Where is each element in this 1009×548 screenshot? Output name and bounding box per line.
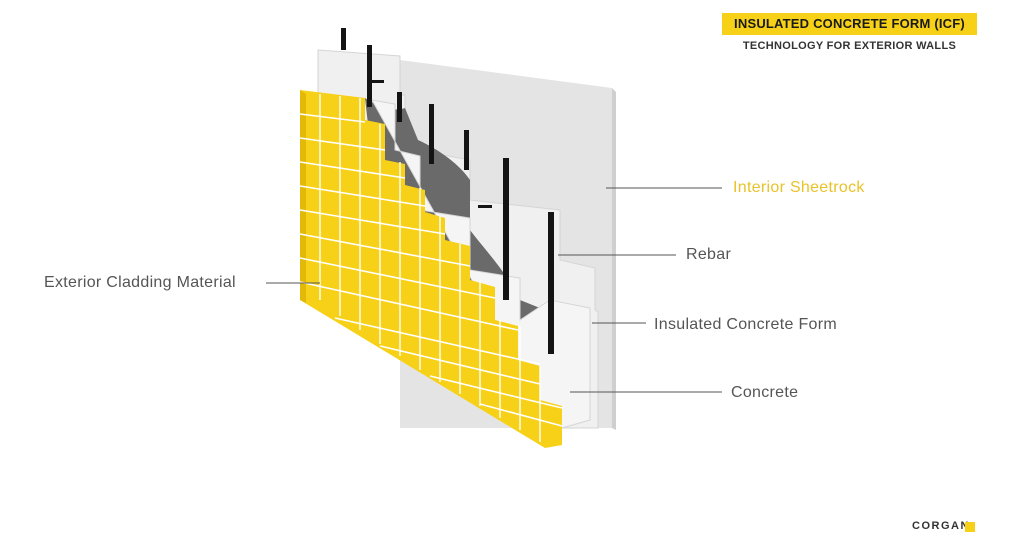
title-banner [722, 13, 977, 35]
rebar-bar [548, 212, 554, 354]
sheetrock-edge [612, 88, 616, 430]
rebar-group [341, 28, 554, 354]
rebar-bar [341, 28, 346, 50]
rebar-tie [478, 205, 492, 208]
brick-joints [319, 94, 541, 442]
brand-square-icon [965, 522, 975, 532]
brick-wall [300, 90, 562, 448]
rebar-tie [370, 80, 384, 83]
brick-wall-side [300, 90, 306, 303]
label-insulated-concrete-form: Insulated Concrete Form [654, 316, 837, 333]
rebar-bar [367, 45, 372, 107]
label-interior-sheetrock: Interior Sheetrock [733, 179, 865, 196]
rebar-bar [503, 158, 509, 300]
front-foam-panel [371, 99, 591, 431]
rebar-bar [429, 104, 434, 164]
rebar-bar [464, 130, 469, 170]
brand-logo-text: CORGAN [912, 520, 970, 532]
label-exterior-cladding: Exterior Cladding Material [44, 274, 236, 291]
diagram-subtitle: TECHNOLOGY FOR EXTERIOR WALLS [742, 40, 957, 52]
leader-lines [266, 187, 722, 393]
label-concrete: Concrete [731, 384, 799, 401]
diagram-title: INSULATED CONCRETE FORM (ICF) [734, 16, 965, 31]
rebar-bar [397, 92, 402, 122]
label-rebar: Rebar [686, 246, 732, 263]
